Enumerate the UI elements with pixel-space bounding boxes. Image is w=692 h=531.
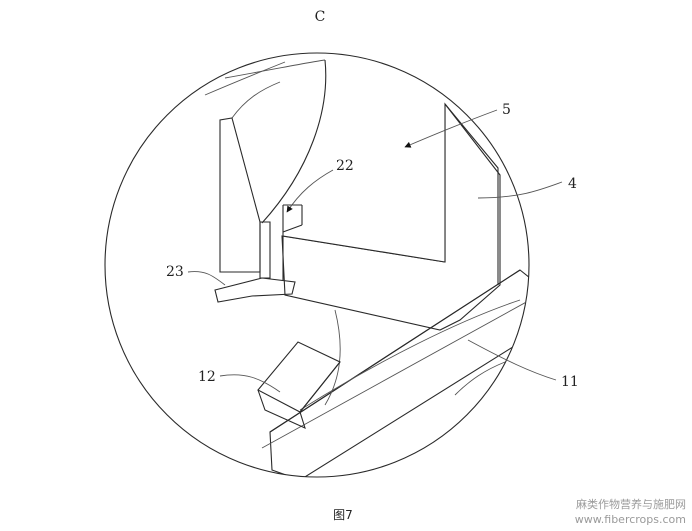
detail-circle — [104, 52, 530, 478]
callout-22: 22 — [336, 158, 354, 174]
callout-11: 11 — [561, 374, 579, 390]
callout-12: 12 — [198, 369, 216, 385]
figure-caption: 图7 — [333, 508, 353, 522]
part-23-fin — [214, 277, 296, 303]
leaders — [187, 109, 563, 393]
callout-5: 5 — [502, 102, 511, 118]
callout-23: 23 — [166, 264, 184, 280]
blade-curve — [261, 59, 327, 224]
view-label: C — [315, 9, 326, 25]
watermark-url: www.fibercrops.com — [575, 513, 686, 526]
callout-4: 4 — [568, 176, 577, 192]
part-11-plate — [269, 269, 529, 477]
watermark-title: 麻类作物营养与施肥网 — [576, 497, 686, 511]
section-geometry — [204, 59, 529, 477]
